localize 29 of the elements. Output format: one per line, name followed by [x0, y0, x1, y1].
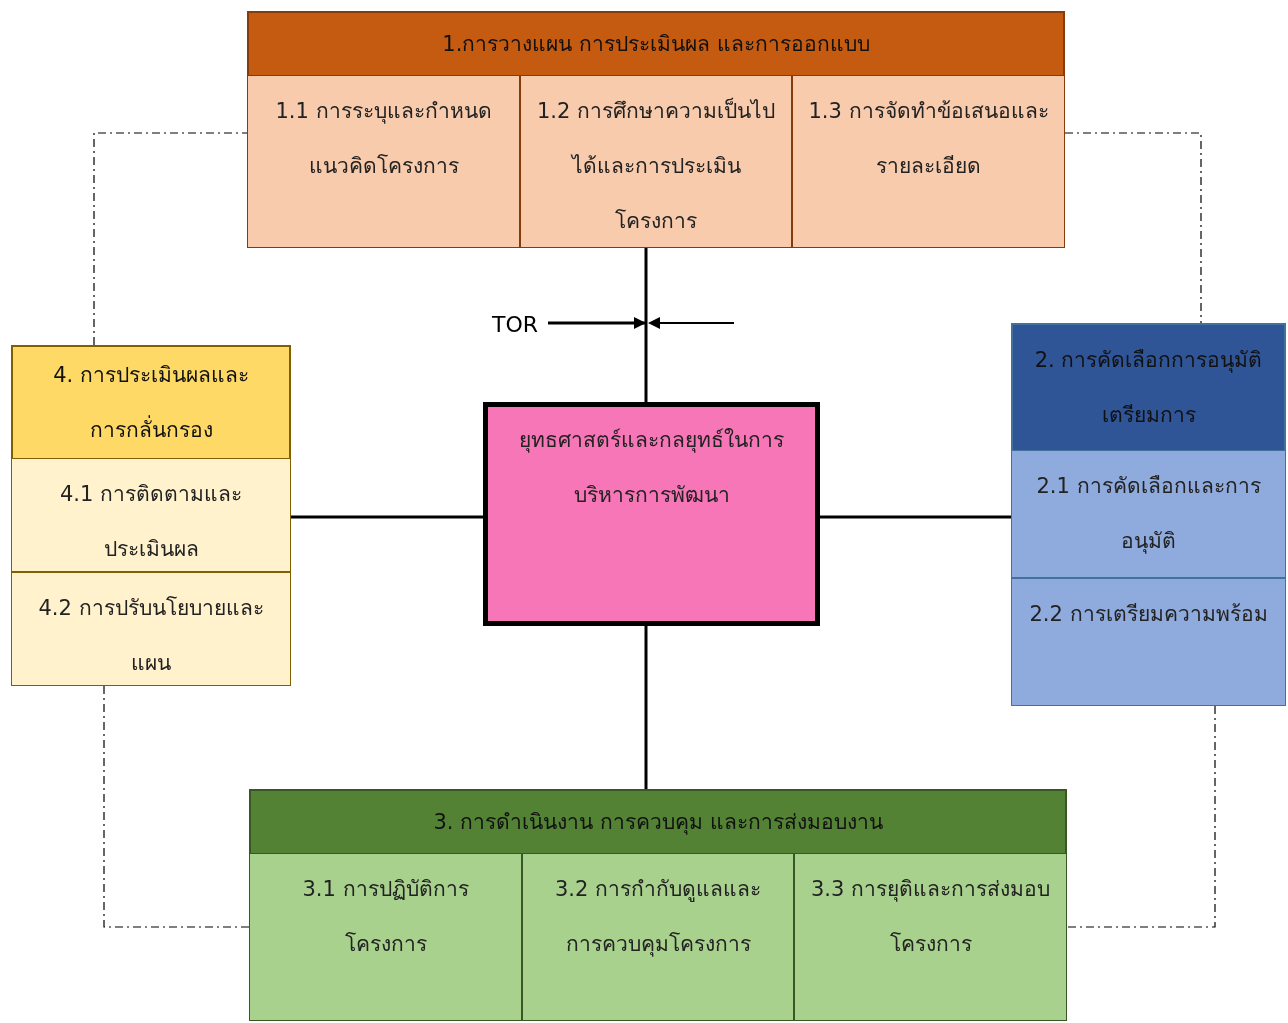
connector-line [291, 515, 483, 519]
connector-line [644, 248, 648, 402]
arrow [548, 317, 646, 329]
group-panel [1011, 323, 1286, 706]
header-band: 4. การประเมินผลและการกลั่นกรอง [13, 347, 289, 460]
process-box: 1.3 การจัดทำข้อเสนอและรายละเอียด [792, 75, 1065, 248]
process-box: 1.1 การระบุและกำหนดแนวคิดโครงการ [247, 75, 520, 248]
central-box: ยุทธศาสตร์และกลยุทธ์ในการบริหารการพัฒนา [483, 402, 820, 626]
connector-line [93, 132, 248, 346]
process-box: 3.3 การยุติและการส่งมอบโครงการ [794, 853, 1067, 1021]
header-band: 2. การคัดเลือกการอนุมัติเตรียมการ [1013, 325, 1284, 452]
process-box: 4.1 การติดตามและประเมินผล [11, 458, 291, 572]
connector-line [103, 685, 250, 928]
process-box: 3.1 การปฏิบัติการโครงการ [249, 853, 522, 1021]
process-box: 3.2 การกำกับดูแลและการควบคุมโครงการ [522, 853, 794, 1021]
tor-label: TOR [492, 308, 548, 342]
header-band: 1.การวางแผน การประเมินผล และการออกแบบ [249, 13, 1063, 77]
group-panel [249, 789, 1067, 1021]
connector-line [644, 626, 648, 789]
connector-line [1066, 705, 1216, 928]
process-box: 1.2 การศึกษาความเป็นไปได้และการประเมินโครงการ [520, 75, 792, 248]
group-panel [247, 11, 1065, 248]
connector-line [820, 515, 1011, 519]
process-box: 2.2 การเตรียมความพร้อม [1011, 578, 1286, 706]
header-band: 3. การดำเนินงาน การควบคุม และการส่งมอบงาน [251, 791, 1065, 855]
group-panel [11, 345, 291, 686]
connector-line [1064, 132, 1202, 324]
process-box: 4.2 การปรับนโยบายและแผน [11, 572, 291, 686]
process-box: 2.1 การคัดเลือกและการอนุมัติ [1011, 450, 1286, 578]
